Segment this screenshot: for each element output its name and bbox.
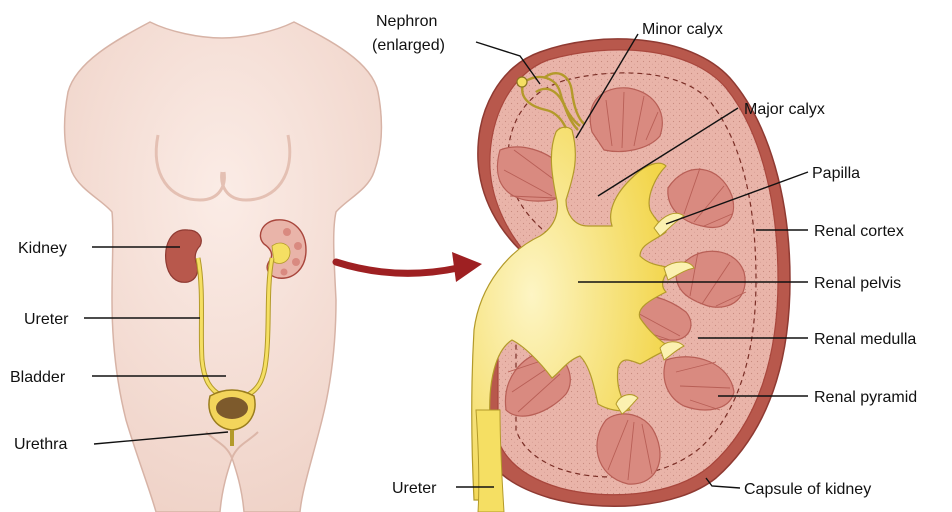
glomerulus <box>517 77 527 87</box>
label-ureter-body: Ureter <box>24 311 69 328</box>
section-ureter <box>476 410 504 512</box>
zoom-arrow <box>336 252 482 282</box>
human-torso <box>65 22 382 512</box>
label-minor-calyx: Minor calyx <box>642 21 723 38</box>
label-nephron: Nephron <box>376 13 437 30</box>
label-renal-pelvis: Renal pelvis <box>814 275 901 292</box>
torso-silhouette <box>65 22 382 512</box>
label-major-calyx: Major calyx <box>744 101 825 118</box>
label-renal-cortex: Renal cortex <box>814 223 904 240</box>
label-bladder: Bladder <box>10 369 66 386</box>
kidney-cross-section <box>472 39 790 512</box>
label-ureter-section: Ureter <box>392 480 437 497</box>
label-nephron-enlarged: (enlarged) <box>372 37 445 54</box>
label-renal-medulla: Renal medulla <box>814 331 916 348</box>
label-capsule: Capsule of kidney <box>744 481 871 498</box>
label-papilla: Papilla <box>812 165 860 182</box>
label-kidney: Kidney <box>18 240 67 257</box>
label-renal-pyramid: Renal pyramid <box>814 389 917 406</box>
label-urethra: Urethra <box>14 436 67 453</box>
